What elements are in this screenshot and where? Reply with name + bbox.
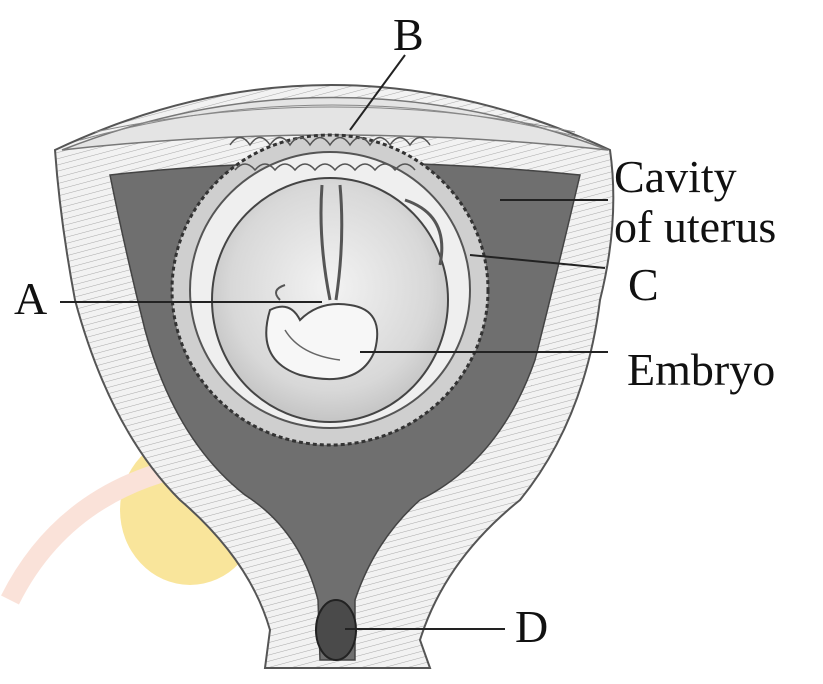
label-embryo: Embryo — [627, 347, 775, 393]
label-b: B — [393, 12, 424, 58]
label-cavity-line1: Cavity — [614, 154, 737, 200]
label-c: C — [628, 262, 659, 308]
label-d: D — [515, 604, 548, 650]
label-cavity-line2: of uterus — [614, 204, 776, 250]
label-a: A — [14, 276, 47, 322]
